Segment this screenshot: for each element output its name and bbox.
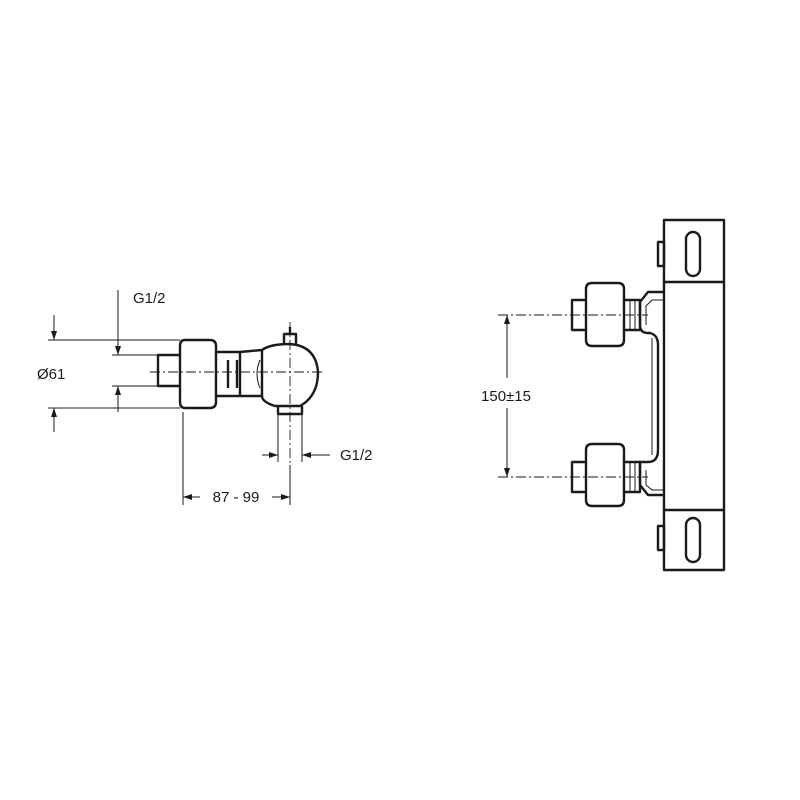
outlet-thread-label: G1/2 xyxy=(340,447,373,464)
depth-label-bg xyxy=(200,486,272,506)
upper-eccentric-nut xyxy=(624,298,642,332)
lower-eccentric xyxy=(570,442,642,508)
inlet-thread-dimension: G1/2 xyxy=(112,290,166,412)
connection-pipe xyxy=(638,290,664,497)
front-view-centerlines xyxy=(498,314,648,478)
diameter-label: Ø61 xyxy=(37,366,65,383)
main-bar xyxy=(656,218,726,572)
depth-label: 87 - 99 xyxy=(213,489,260,506)
spacing-arrow-top xyxy=(504,315,510,324)
inlet-arrow-bottom xyxy=(115,386,121,395)
outlet-arrow-right xyxy=(302,452,311,458)
spacing-arrow-bottom xyxy=(504,468,510,477)
pipe-inner xyxy=(645,299,664,491)
inlet-arrow-top xyxy=(115,346,121,355)
valve-body xyxy=(239,342,320,408)
handle-cap xyxy=(178,338,218,410)
top-slot xyxy=(684,230,702,278)
upper-eccentric-body xyxy=(584,281,626,348)
top-side-tab xyxy=(656,240,666,268)
spacing-label: 150±15 xyxy=(481,388,531,405)
front-view: 150±15 xyxy=(481,218,726,572)
bottom-slot xyxy=(684,516,702,564)
main-bar-outline xyxy=(662,218,726,572)
diameter-dimension: Ø61 xyxy=(37,315,180,432)
depth-arrow-left xyxy=(183,494,192,500)
depth-dimension: 87 - 99 xyxy=(182,412,291,506)
bottom-side-tab xyxy=(656,524,666,552)
inlet-stub xyxy=(156,353,180,388)
depth-arrow-right xyxy=(281,494,290,500)
lower-eccentric-nut xyxy=(624,460,642,494)
side-view-centerlines xyxy=(150,322,322,465)
outlet-thread-dimension: G1/2 xyxy=(262,414,373,464)
neck xyxy=(216,350,242,398)
diameter-arrow-bottom xyxy=(51,408,57,417)
outlet-arrow-left xyxy=(269,452,278,458)
inlet-thread-label: G1/2 xyxy=(133,290,166,307)
valve-arc xyxy=(256,359,261,389)
side-view: Ø61 G1/2 G1/2 xyxy=(37,290,373,506)
diameter-arrow-top xyxy=(51,331,57,340)
lower-eccentric-body xyxy=(584,442,626,508)
upper-eccentric xyxy=(570,281,642,348)
side-view-outline xyxy=(156,327,320,416)
spacing-dimension: 150±15 xyxy=(481,315,531,477)
